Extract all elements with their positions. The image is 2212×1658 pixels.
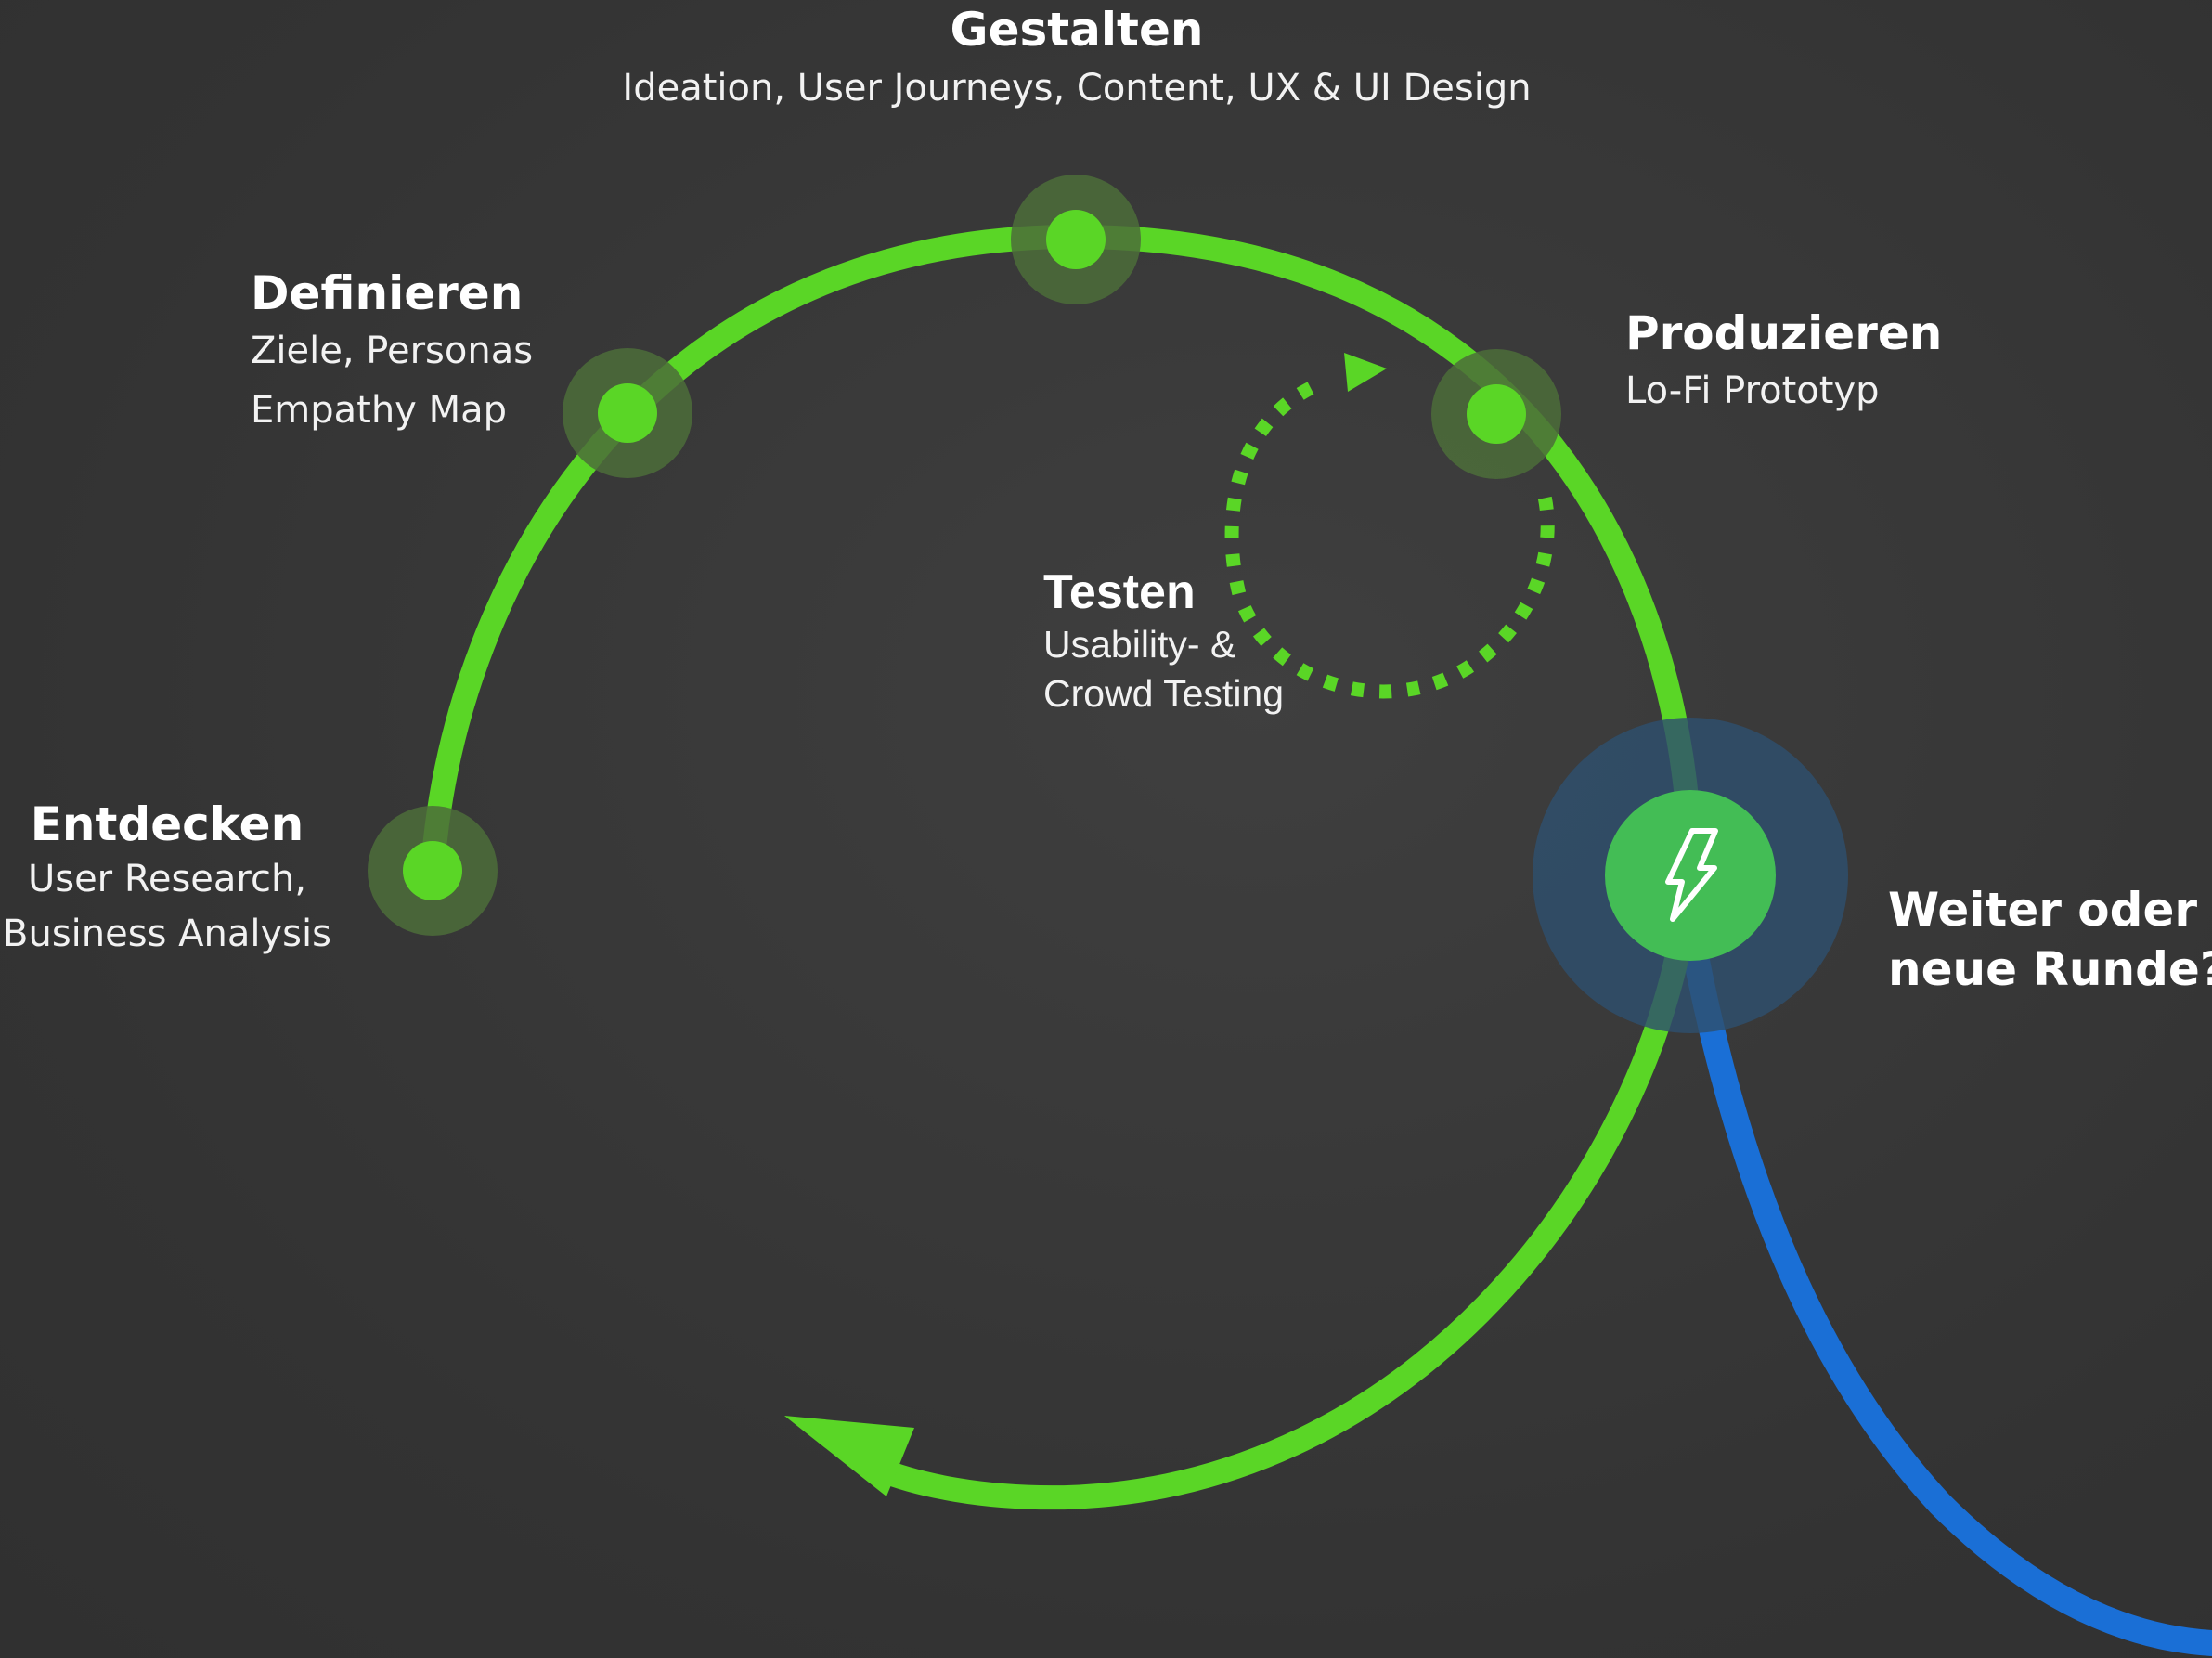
- definieren-title: Definieren: [251, 266, 524, 320]
- node-definieren: [563, 348, 692, 478]
- cycle-arc-lower: [865, 879, 1700, 1510]
- decision-node: [1533, 718, 1848, 1033]
- node-entdecken: [368, 806, 498, 936]
- exit-path-blue: [1681, 934, 2212, 1656]
- cycle-arc-upper: [420, 224, 1700, 880]
- definieren-line: Empathy Map: [251, 389, 507, 432]
- entdecken-line: User Research,: [27, 858, 307, 900]
- return-arrowhead-icon: [784, 1416, 914, 1496]
- definieren-line: Ziele, Personas: [251, 330, 534, 372]
- testing-loop-dotted: [1224, 382, 1555, 699]
- label-definieren: Definieren Ziele, Personas Empathy Map: [251, 266, 533, 440]
- testen-line: Usability- &: [1043, 623, 1236, 666]
- weiter-line: Weiter oder: [1888, 883, 2198, 937]
- weiter-line: neue Runde?: [1888, 942, 2212, 996]
- lightning-bolt-icon: [1665, 828, 1718, 922]
- node-produzieren: [1431, 349, 1561, 479]
- label-gestalten: Gestalten Ideation, User Journeys, Conte…: [557, 2, 1597, 119]
- label-testen: Testen Usability- & Crowd Testing: [1043, 564, 1284, 719]
- definieren-description: Ziele, Personas Empathy Map: [251, 321, 533, 440]
- entdecken-description: User Research, Business Analysis: [0, 852, 334, 962]
- produzieren-description: Lo-Fi Prototyp: [1625, 369, 1880, 412]
- entdecken-line: Business Analysis: [3, 913, 331, 955]
- weiter-title: Weiter oder neue Runde?: [1888, 880, 2212, 999]
- testen-description: Usability- & Crowd Testing: [1043, 620, 1284, 719]
- node-gestalten: [1011, 175, 1141, 304]
- testen-title: Testen: [1043, 565, 1196, 619]
- testen-line: Crowd Testing: [1043, 672, 1285, 715]
- entdecken-title: Entdecken: [30, 797, 304, 851]
- gestalten-title: Gestalten: [950, 3, 1204, 57]
- gestalten-description: Ideation, User Journeys, Content, UX & U…: [622, 67, 1532, 110]
- produzieren-title: Produzieren: [1625, 306, 1943, 360]
- label-entdecken: Entdecken User Research, Business Analys…: [0, 797, 334, 962]
- label-weiter-oder-neue-runde: Weiter oder neue Runde?: [1888, 880, 2212, 999]
- dotted-loop-arrow-icon: [1344, 353, 1387, 392]
- label-produzieren: Produzieren Lo-Fi Prototyp: [1625, 305, 1942, 421]
